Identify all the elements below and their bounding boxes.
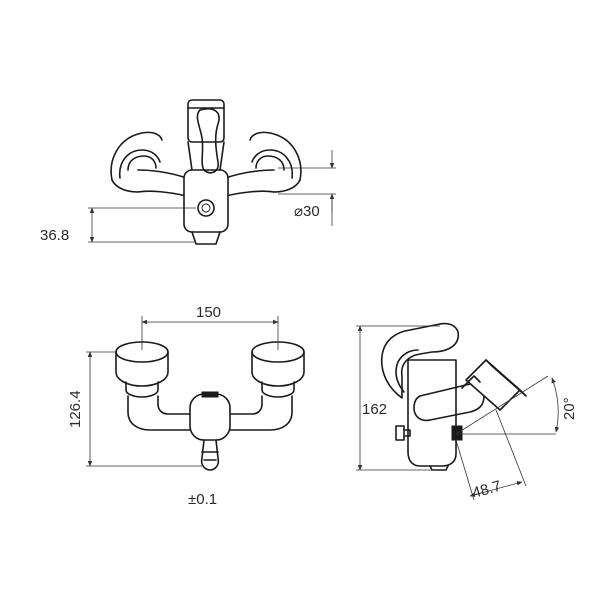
- front-body: [189, 393, 231, 441]
- dimension-side-angle: 20°: [561, 397, 578, 420]
- dimension-top-offset: 36.8: [40, 227, 69, 244]
- front-right-pipe: [227, 395, 293, 431]
- side-outlet-knob: [395, 425, 411, 441]
- dimension-front-width: 150: [196, 304, 221, 321]
- dimension-top-diameter: ⌀30: [294, 203, 320, 220]
- front-right-knob: [251, 341, 305, 398]
- top-right-arm: [225, 169, 275, 197]
- dimension-side-depth: 48.7: [470, 477, 503, 501]
- top-outlet: [197, 199, 215, 217]
- side-body: [407, 359, 457, 467]
- side-lever: [380, 322, 460, 399]
- dimension-front-tolerance: ±0.1: [188, 491, 217, 508]
- front-view: 150 126.4 ±0.1: [67, 304, 305, 508]
- dimension-side-height: 162: [362, 401, 387, 418]
- top-right-flange: [249, 131, 302, 193]
- side-view: 162 20° 48.7: [356, 322, 578, 502]
- top-lever: [196, 108, 220, 174]
- dimension-front-height: 126.4: [67, 390, 84, 428]
- top-left-arm: [137, 169, 187, 197]
- front-left-knob: [115, 341, 169, 398]
- top-left-flange: [110, 131, 163, 193]
- front-left-pipe: [127, 395, 193, 431]
- top-view: 36.8 ⌀30: [40, 99, 336, 245]
- front-spout: [200, 439, 220, 471]
